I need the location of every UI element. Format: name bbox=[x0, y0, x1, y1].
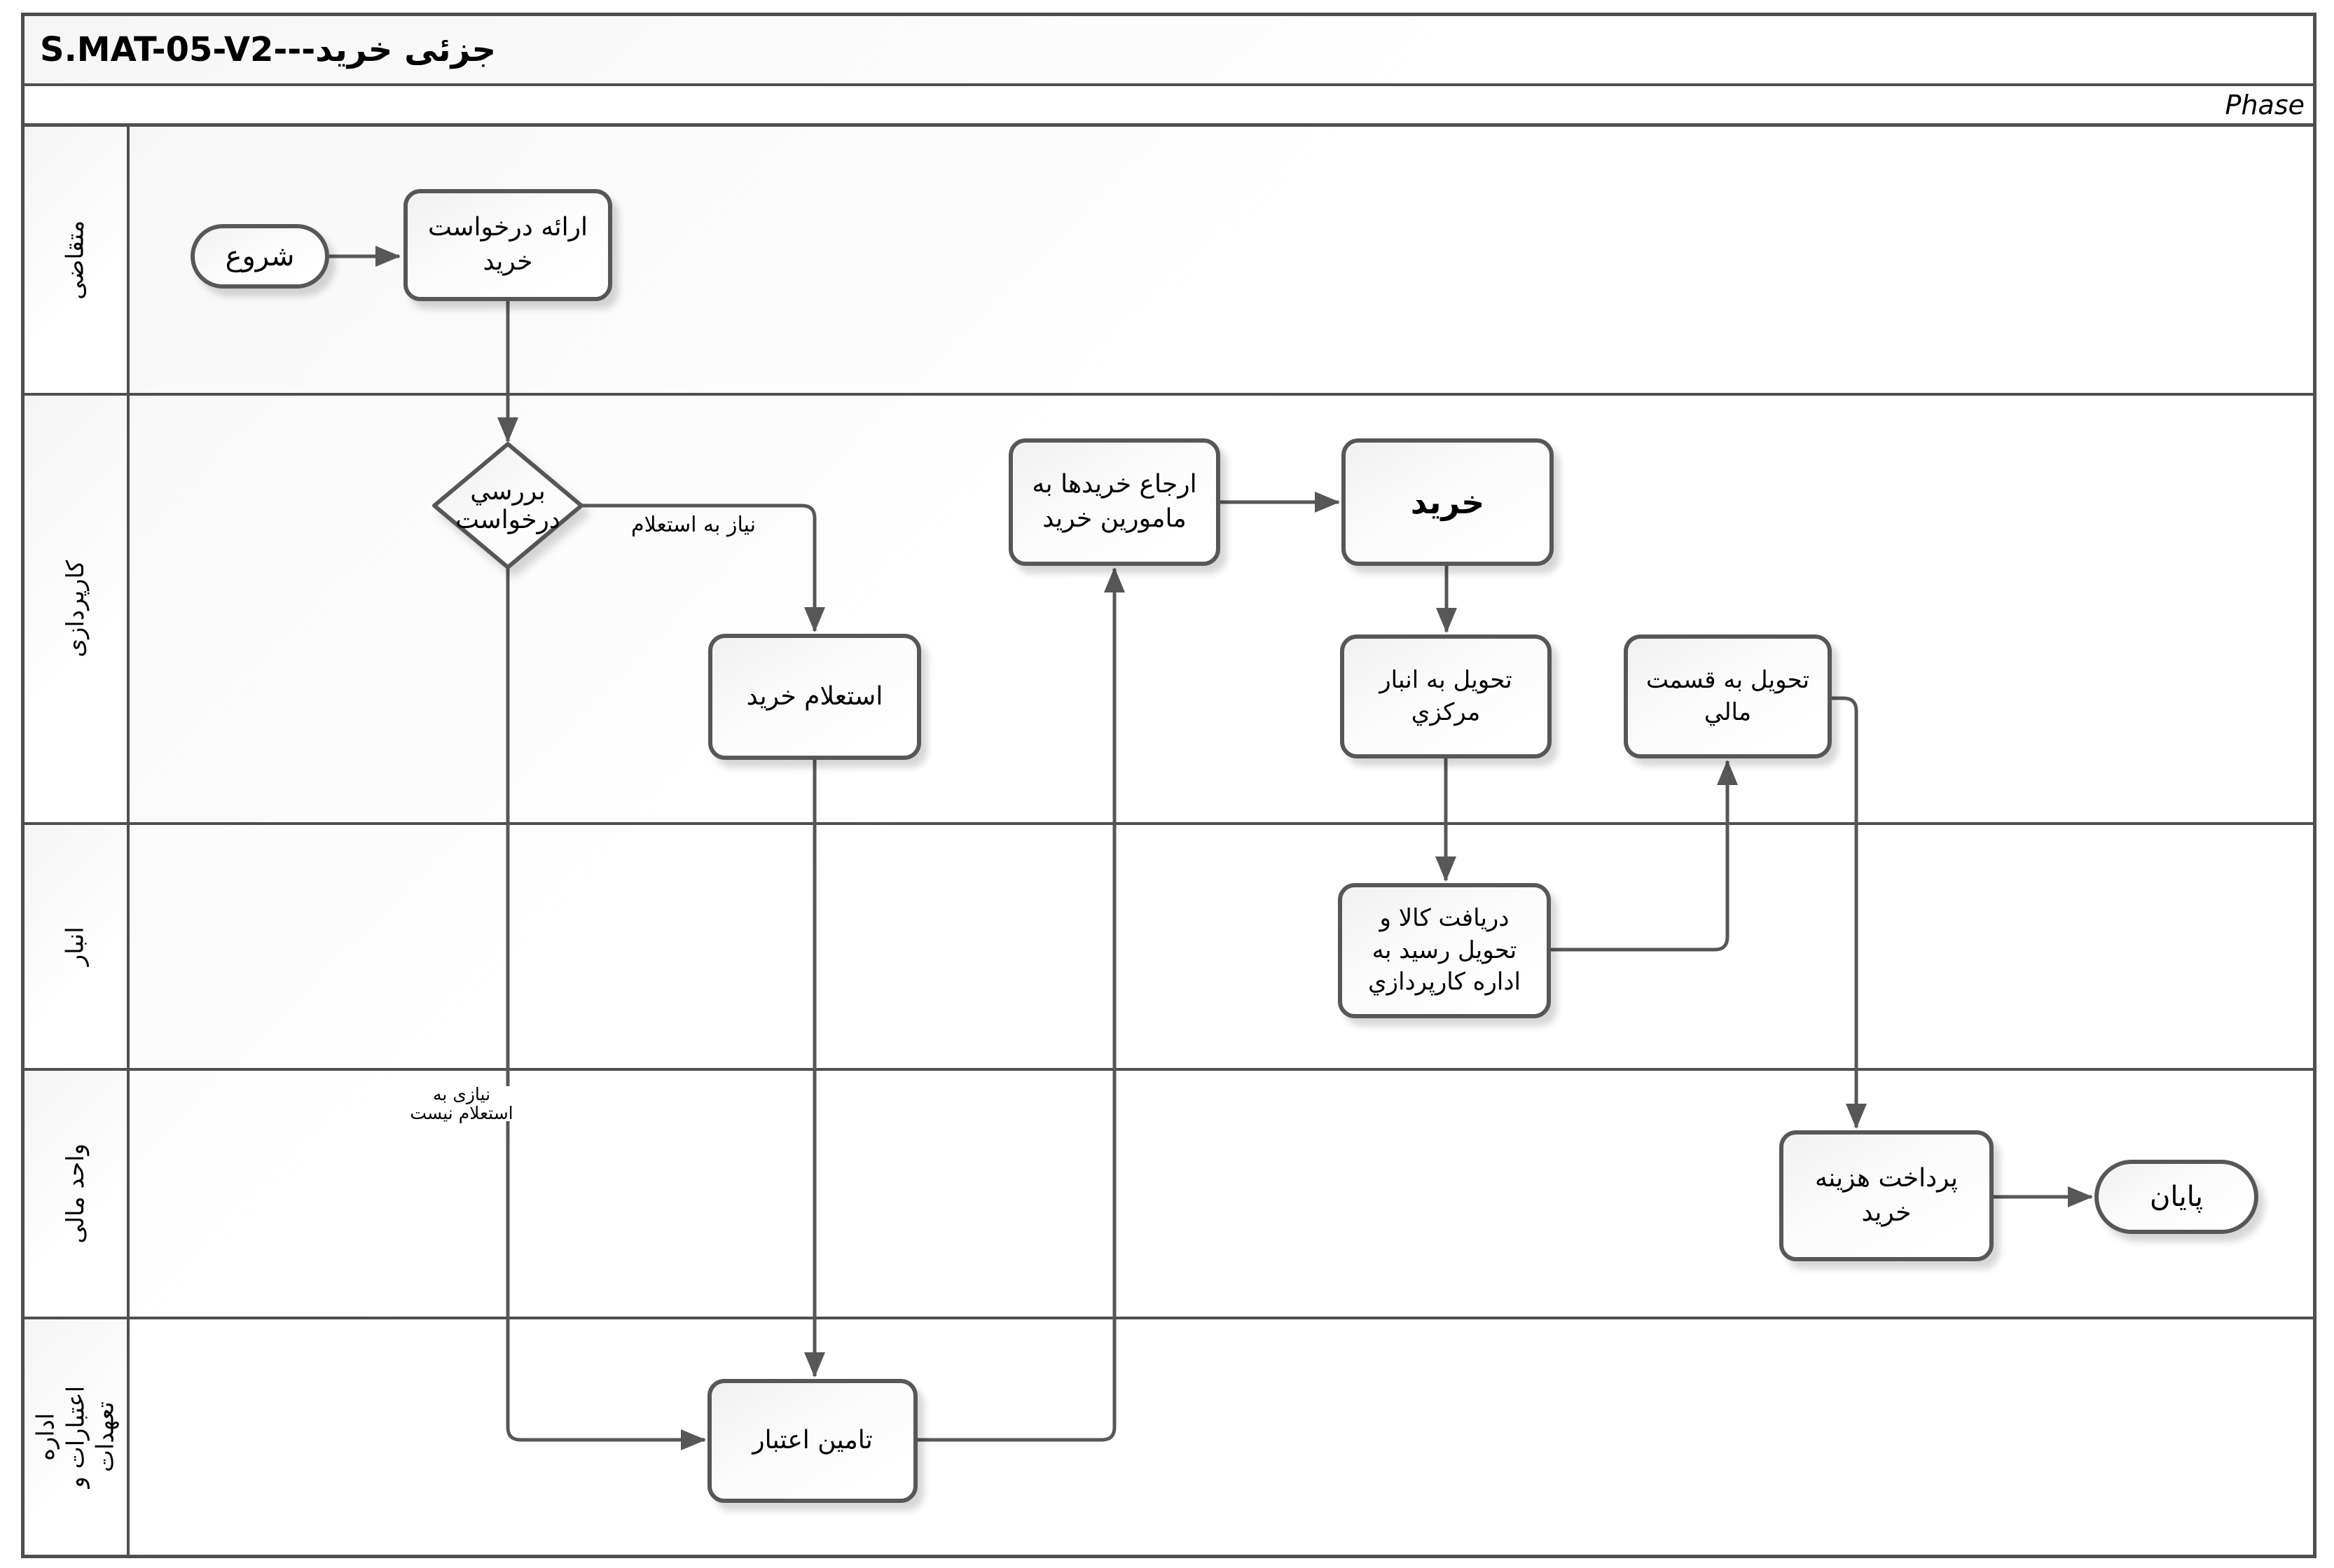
lane-label-text: انبار bbox=[61, 927, 90, 966]
lane-label-text: اداره اعتبارات و تعهدات bbox=[32, 1386, 120, 1488]
node-label: ارائه درخواست خرید bbox=[428, 213, 588, 276]
lane-label-procurement: کارپردازی bbox=[25, 396, 130, 822]
node-label: ارجاع خریدها به مامورین خرید bbox=[1032, 470, 1197, 533]
node-deliver-finance-dept[interactable]: تحویل به قسمت مالي bbox=[1624, 634, 1832, 758]
title-bar: S.MAT-05-V2---خرید جزئی bbox=[25, 16, 2313, 86]
lane-finance-unit: واحد مالی bbox=[25, 1071, 2313, 1319]
diagram-title: S.MAT-05-V2---خرید جزئی bbox=[25, 30, 496, 69]
node-label: پایان bbox=[2150, 1181, 2204, 1213]
lane-label-warehouse: انبار bbox=[25, 825, 130, 1068]
lane-credits-office: اداره اعتبارات و تعهدات bbox=[25, 1319, 2313, 1555]
node-label: خرید bbox=[1410, 483, 1485, 521]
lane-label-text: کارپردازی bbox=[61, 560, 90, 658]
phase-label: Phase bbox=[2225, 89, 2305, 120]
node-purchase[interactable]: خرید bbox=[1341, 438, 1554, 566]
swimlane-frame: S.MAT-05-V2---خرید جزئی Phase متقاضی کار… bbox=[21, 13, 2316, 1558]
node-label: بررسي درخواست bbox=[455, 477, 560, 534]
node-provide-purchase-request[interactable]: ارائه درخواست خرید bbox=[403, 189, 612, 301]
node-label: دریافت کالا و تحویل رسید به اداره کارپرد… bbox=[1368, 903, 1521, 997]
title-word-1: خرید bbox=[315, 30, 393, 69]
title-word-2: جزئی bbox=[404, 30, 497, 69]
node-pay-purchase-cost[interactable]: پرداخت هزینه خرید bbox=[1779, 1130, 1994, 1261]
lane-label-credits-office: اداره اعتبارات و تعهدات bbox=[25, 1319, 130, 1555]
decision-review-request-label: بررسي درخواست bbox=[417, 476, 599, 535]
title-code: S.MAT-05-V2--- bbox=[40, 30, 316, 69]
node-purchase-inquiry[interactable]: استعلام خرید bbox=[708, 634, 921, 760]
lane-label-requester: متقاضی bbox=[25, 127, 130, 393]
node-label: پرداخت هزینه خرید bbox=[1815, 1163, 1958, 1227]
node-label: استعلام خرید bbox=[746, 681, 883, 711]
edge-label-text: نیاز به استعلام bbox=[631, 512, 757, 537]
node-label: تحویل به قسمت مالي bbox=[1645, 665, 1810, 726]
lane-procurement: کارپردازی bbox=[25, 396, 2313, 825]
lane-label-text: واحد مالی bbox=[61, 1144, 90, 1244]
lane-warehouse: انبار bbox=[25, 825, 2313, 1071]
node-label: تحویل به انبار مرکزي bbox=[1379, 665, 1512, 726]
edge-label-text: نیازی به استعلام نیست bbox=[410, 1083, 513, 1123]
lane-label-text: متقاضی bbox=[61, 220, 90, 300]
node-label: تامین اعتبار bbox=[752, 1426, 873, 1455]
lane-label-finance-unit: واحد مالی bbox=[25, 1071, 130, 1317]
node-start[interactable]: شروع bbox=[191, 224, 329, 289]
node-refer-to-purchase-agents[interactable]: ارجاع خریدها به مامورین خرید bbox=[1009, 438, 1220, 566]
lane-requester: متقاضی bbox=[25, 127, 2313, 396]
edge-label-no-need-inquiry: نیازی به استعلام نیست bbox=[408, 1083, 515, 1123]
phase-row: Phase bbox=[25, 86, 2313, 127]
edge-label-need-inquiry: نیاز به استعلام bbox=[630, 508, 757, 541]
node-secure-credit[interactable]: تامین اعتبار bbox=[707, 1379, 918, 1503]
node-end[interactable]: پایان bbox=[2094, 1160, 2258, 1234]
node-label: شروع bbox=[225, 240, 295, 272]
node-receive-goods-deliver-receipt[interactable]: دریافت کالا و تحویل رسید به اداره کارپرد… bbox=[1338, 883, 1551, 1018]
node-deliver-central-warehouse[interactable]: تحویل به انبار مرکزي bbox=[1340, 634, 1552, 758]
